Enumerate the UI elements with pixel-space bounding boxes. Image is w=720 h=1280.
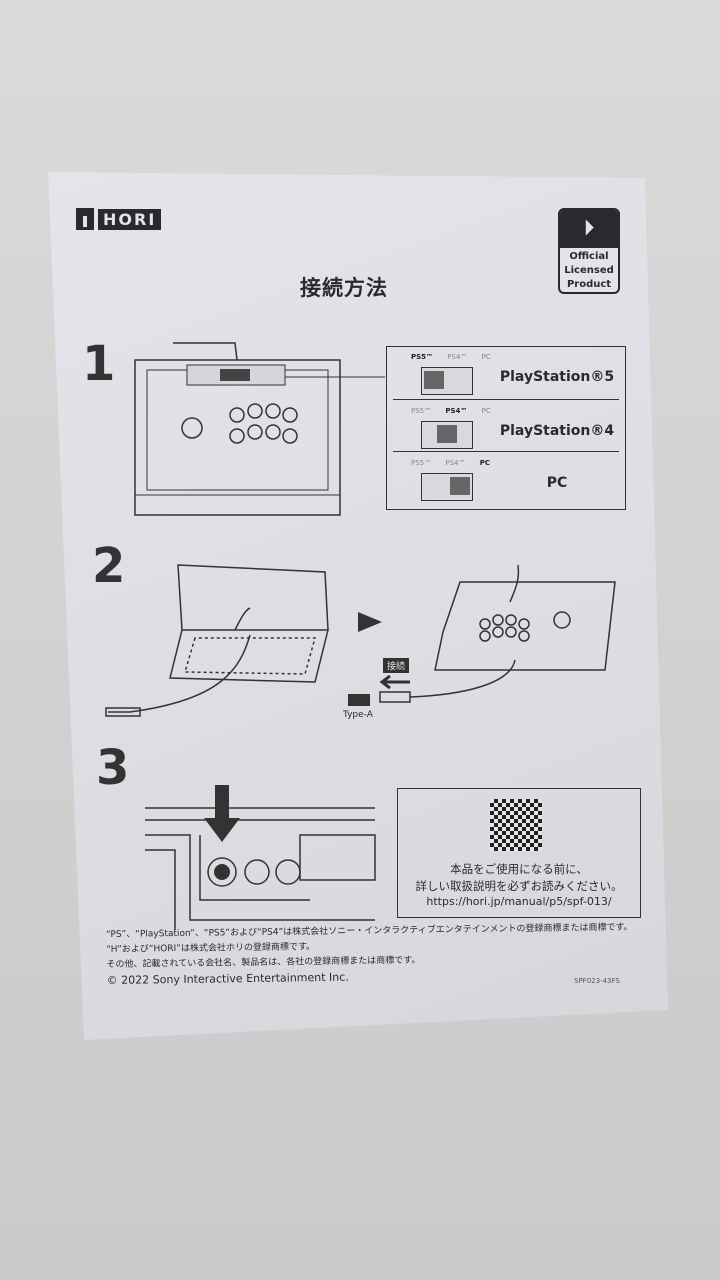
playstation-logo-icon: ⏵ <box>560 210 618 248</box>
mode-tag: PS5™ <box>411 353 434 361</box>
mode-label: PC <box>546 475 568 491</box>
qr-instruction: 詳しい取扱説明を必ずお読みください。 <box>415 879 623 893</box>
step-number: 1 <box>82 336 116 392</box>
mode-tag: PS4™ <box>445 459 466 467</box>
step-number: 2 <box>92 538 126 594</box>
mode-tag: PC <box>481 353 491 361</box>
mode-tag: PS5™ <box>411 407 432 415</box>
badge-line: Licensed <box>564 265 614 276</box>
mode-row-pc: PS5™ PS4™ PC PC <box>387 453 625 505</box>
mode-label: PlayStation®5 <box>499 369 615 385</box>
port-type-label: Type-A <box>343 710 373 720</box>
connect-label: 接続 <box>383 658 410 673</box>
mode-switch <box>421 473 473 501</box>
legal-notice: “PS”、“PlayStation”、“PS5”および“PS4”は株式会社ソニー… <box>106 921 633 988</box>
step-number: 3 <box>96 740 130 796</box>
ps-button-illustration <box>145 785 376 930</box>
mode-row-ps4: PS5™ PS4™ PC PlayStation®4 <box>387 401 625 453</box>
mode-tag: PS4™ <box>447 353 468 361</box>
down-arrow-icon <box>204 785 240 842</box>
qr-instruction: 本品をご使用になる前に、 <box>450 862 588 876</box>
qr-code[interactable] <box>490 799 542 851</box>
mode-label: PlayStation®4 <box>499 423 615 439</box>
mode-row-ps5: PS5™ PS4™ PC PlayStation®5 <box>387 347 625 399</box>
mode-tag: PS5™ <box>411 459 432 467</box>
mode-tag: PS4™ <box>445 407 468 415</box>
mode-switch <box>421 367 473 395</box>
document-code: SPF023-43FS <box>574 977 620 985</box>
mode-switch-table: PS5™ PS4™ PC PlayStation®5 PS5™ PS4™ PC … <box>386 346 626 510</box>
manual-url[interactable]: https://hori.jp/manual/p5/spf-013/ <box>426 895 612 908</box>
manual-qr-panel: 本品をご使用になる前に、 詳しい取扱説明を必ずお読みください。 https://… <box>397 788 641 918</box>
mode-switch <box>421 421 473 449</box>
cable-connection-illustration <box>105 564 616 717</box>
hori-logo: HORI <box>76 208 162 230</box>
hori-wordmark: HORI <box>98 208 162 230</box>
fightstick-top-illustration <box>134 342 385 516</box>
next-arrow-icon <box>358 612 382 632</box>
mode-tag: PC <box>481 407 491 415</box>
mode-tag: PC <box>479 459 490 467</box>
official-licensed-badge: ⏵ Official Licensed Product <box>558 208 620 294</box>
page-title: 接続方法 <box>300 276 388 300</box>
badge-line: Product <box>566 279 612 290</box>
hori-mark-icon <box>76 208 94 230</box>
badge-line: Official <box>569 251 609 262</box>
